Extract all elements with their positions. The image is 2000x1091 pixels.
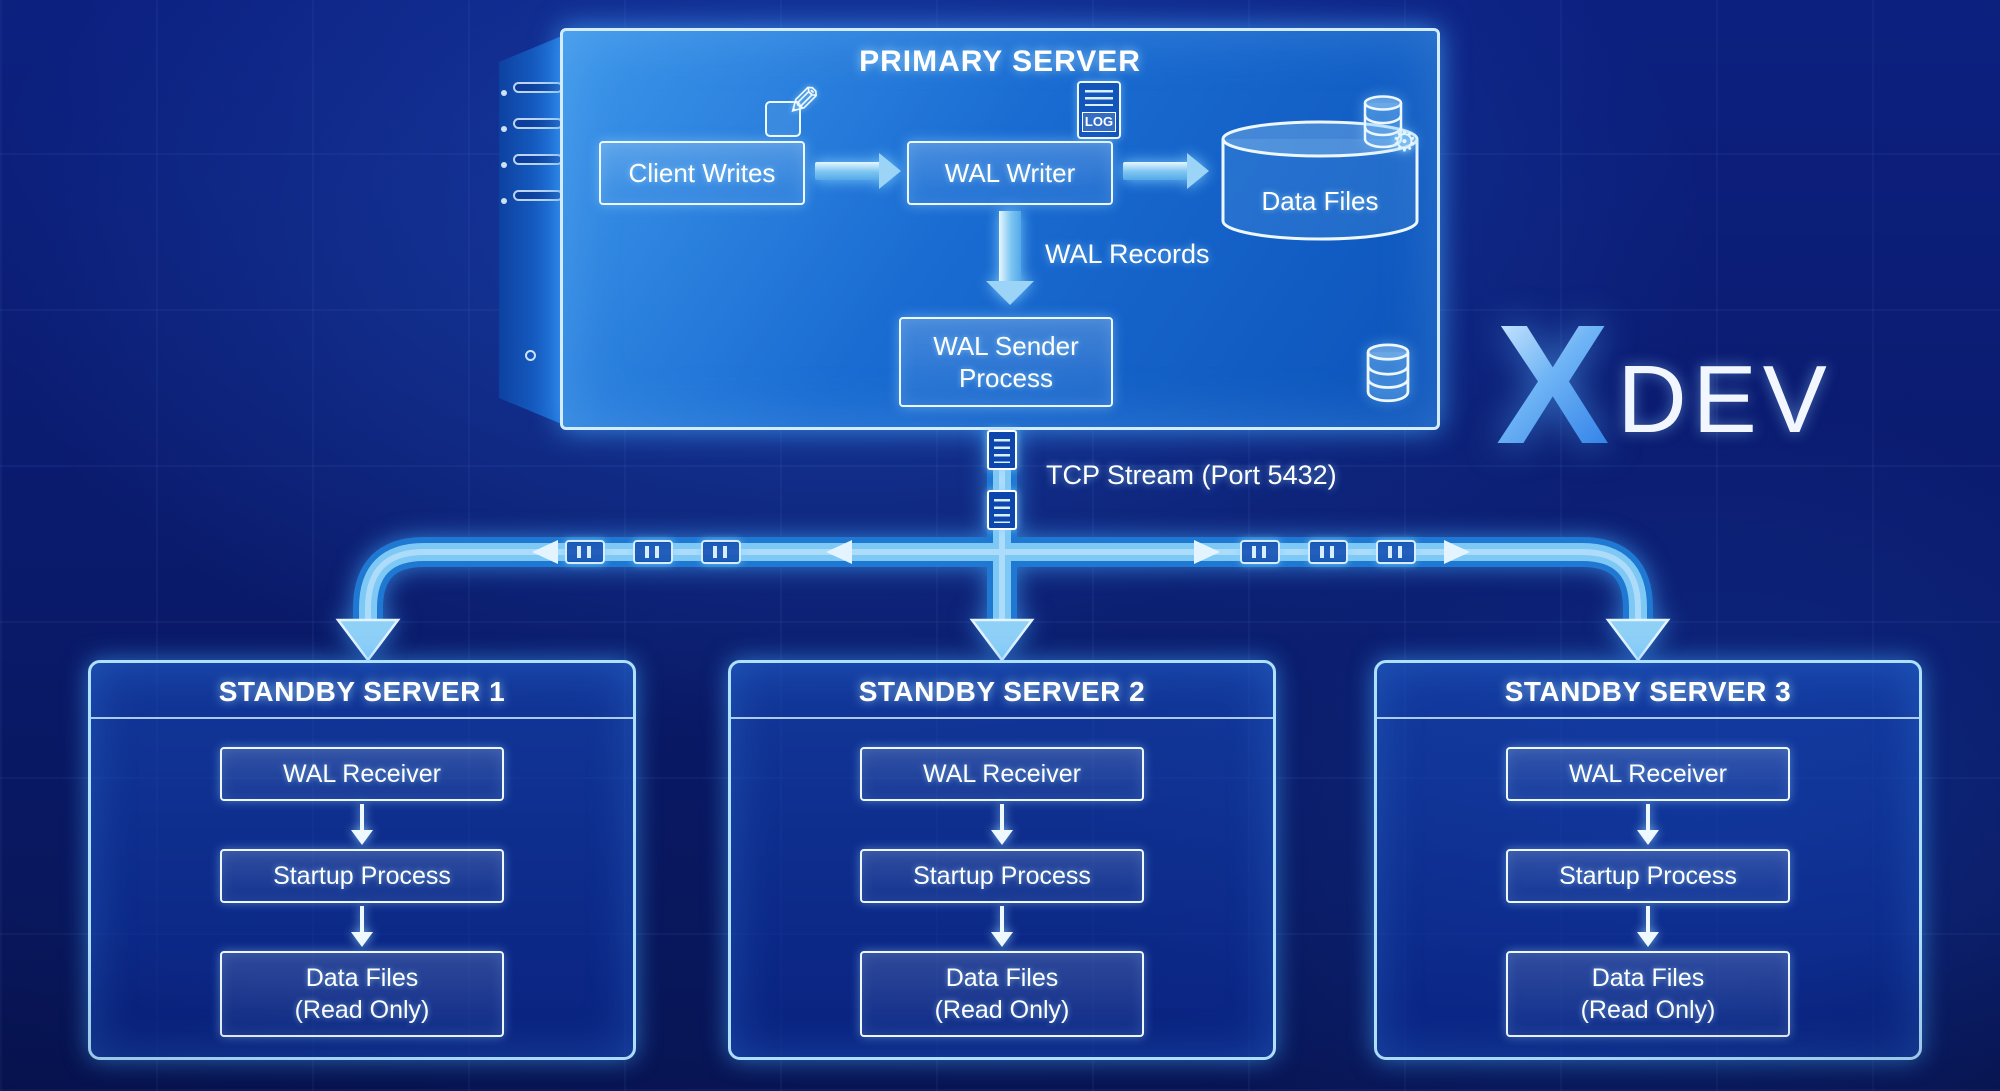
primary-server-title: PRIMARY SERVER	[859, 45, 1141, 78]
standby-server-2-title: STANDBY SERVER 2	[731, 663, 1273, 719]
pencil-glyph: ✎	[787, 80, 821, 124]
log-file-icon: LOG	[1077, 81, 1121, 139]
chassis-led-icon	[501, 126, 508, 132]
pipe-arrowheads	[335, 618, 1671, 663]
drive-bay-icon	[512, 82, 563, 93]
arrow-clientwrites-to-walwriter	[815, 153, 901, 189]
wal-writer-label: WAL Writer	[944, 157, 1076, 188]
data-files-label-line1: Data Files	[1591, 963, 1705, 992]
arrow-receiver-to-startup	[1637, 802, 1659, 848]
tcp-stream-label: TCP Stream (Port 5432)	[1046, 460, 1337, 490]
wal-packet-icon	[701, 540, 741, 564]
standby-server-2-body: WAL Receiver Startup Process Data Files …	[731, 719, 1273, 1057]
startup-process-label: Startup Process	[273, 861, 451, 890]
database-stack-icon	[1363, 341, 1413, 408]
xdev-logo-dev: DEV	[1617, 346, 1833, 453]
wal-receiver-node: WAL Receiver	[860, 747, 1144, 801]
standby-server-2-panel: STANDBY SERVER 2 WAL Receiver Startup Pr…	[728, 660, 1276, 1060]
startup-process-label: Startup Process	[913, 861, 1091, 890]
pencil-edit-icon: ✎	[765, 80, 821, 139]
arrow-receiver-to-startup	[351, 802, 373, 848]
xdev-logo: X DEV	[1496, 300, 1833, 470]
wal-packet-icon	[1240, 540, 1280, 564]
client-writes-label: Client Writes	[628, 157, 776, 188]
data-files-label-line2: (Read Only)	[294, 996, 430, 1024]
arrow-startup-to-datafiles	[351, 904, 373, 950]
data-files-label: Data Files	[1261, 186, 1379, 217]
data-files-readonly-node: Data Files (Read Only)	[1506, 951, 1790, 1037]
standby-server-1-panel: STANDBY SERVER 1 WAL Receiver Startup Pr…	[88, 660, 636, 1060]
standby-server-1-title: STANDBY SERVER 1	[91, 663, 633, 719]
log-file-label: LOG	[1082, 112, 1116, 132]
wal-receiver-node: WAL Receiver	[1506, 747, 1790, 801]
chassis-led-icon	[501, 90, 508, 96]
wal-receiver-label: WAL Receiver	[283, 759, 441, 788]
wal-receiver-node: WAL Receiver	[220, 747, 504, 801]
standby-server-1-body: WAL Receiver Startup Process Data Files …	[91, 719, 633, 1057]
wal-packet-icon	[1376, 540, 1416, 564]
wal-file-doc-icon	[987, 430, 1017, 470]
data-files-label-line1: Data Files	[305, 963, 419, 992]
xdev-logo-x: X	[1496, 290, 1610, 480]
wal-receiver-label: WAL Receiver	[1569, 759, 1727, 788]
data-files-readonly-node: Data Files (Read Only)	[860, 951, 1144, 1037]
chassis-led-icon	[501, 162, 508, 168]
arrow-startup-to-datafiles	[1637, 904, 1659, 950]
startup-process-node: Startup Process	[1506, 849, 1790, 903]
gear-icon: ⚙	[1391, 126, 1417, 157]
wal-writer-node: WAL Writer	[907, 141, 1113, 205]
database-gear-icon: ⚙	[1361, 93, 1417, 157]
drive-bay-icon	[512, 190, 563, 201]
arrow-receiver-to-startup	[991, 802, 1013, 848]
arrow-walwriter-to-walsender	[986, 211, 1034, 305]
wal-sender-label-line1: WAL Sender	[933, 330, 1079, 361]
power-button-icon	[524, 350, 536, 361]
data-files-label-line1: Data Files	[945, 963, 1059, 992]
startup-process-label: Startup Process	[1559, 861, 1737, 890]
wal-packet-icon	[633, 540, 673, 564]
drive-bay-icon	[512, 118, 563, 129]
wal-receiver-label: WAL Receiver	[923, 759, 1081, 788]
chassis-led-icon	[501, 198, 508, 204]
data-files-readonly-node: Data Files (Read Only)	[220, 951, 504, 1037]
standby-server-3-body: WAL Receiver Startup Process Data Files …	[1377, 719, 1919, 1057]
drive-bay-icon	[512, 154, 563, 165]
primary-server-panel: PRIMARY SERVER Client Writes WAL Writer …	[560, 28, 1440, 430]
client-writes-node: Client Writes	[599, 141, 805, 205]
standby-server-3-panel: STANDBY SERVER 3 WAL Receiver Startup Pr…	[1374, 660, 1922, 1060]
arrow-walwriter-to-datafiles	[1123, 153, 1209, 189]
data-files-label-line2: (Read Only)	[934, 996, 1070, 1024]
arrow-startup-to-datafiles	[991, 904, 1013, 950]
startup-process-node: Startup Process	[860, 849, 1144, 903]
startup-process-node: Startup Process	[220, 849, 504, 903]
wal-sender-process-node: WAL Sender Process	[899, 317, 1113, 407]
wal-packet-icon	[565, 540, 605, 564]
wal-records-label: WAL Records	[1045, 239, 1210, 269]
data-files-label-line2: (Read Only)	[1580, 996, 1716, 1024]
wal-file-doc-icon	[987, 490, 1017, 530]
wal-sender-label-line2: Process	[959, 363, 1053, 393]
wal-packet-icon	[1308, 540, 1348, 564]
standby-server-3-title: STANDBY SERVER 3	[1377, 663, 1919, 719]
